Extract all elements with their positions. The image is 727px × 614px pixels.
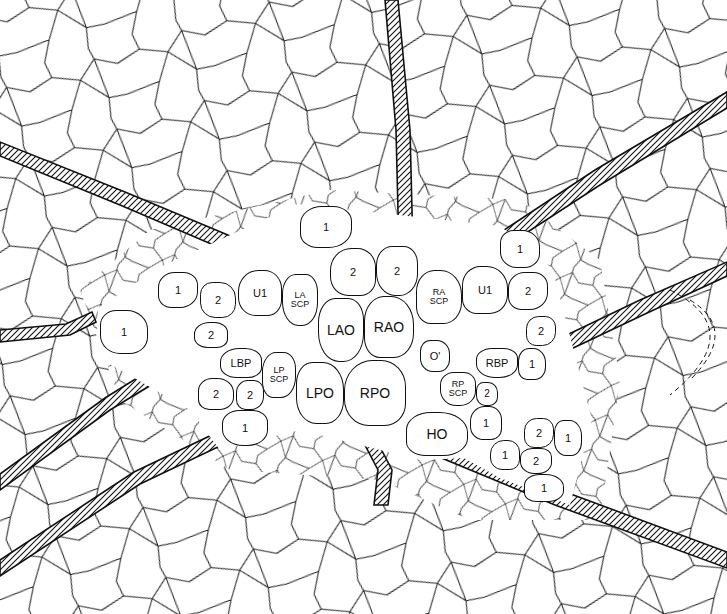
cell: LA SCP [282,274,318,326]
cell-label: 2 [538,326,544,337]
cell: 2 [198,378,234,410]
cell-label: 2 [215,295,221,306]
cell-label: RBP [486,358,509,369]
cell: 1 [300,206,352,248]
cell-label: RAO [374,320,404,334]
cell: RBP [476,348,518,378]
hatched-furrows [0,0,727,576]
cell: 1 [524,474,564,502]
cell-label: 1 [175,285,181,296]
cell: 1 [100,310,148,354]
cell-label: 1 [242,423,248,434]
cell: 2 [330,248,376,296]
cell: RPO [344,360,406,426]
cell-label: LPO [306,386,334,400]
cell: 1 [500,230,540,268]
cell-label: 1 [323,222,329,233]
cell: 2 [200,282,236,318]
cell: RAO [364,296,414,358]
cell-label: 2 [533,456,539,467]
cell-label: LA SCP [291,291,310,309]
cell: HO [406,412,468,456]
cell-label: U1 [253,288,267,299]
cell-label: 1 [502,450,508,461]
cell-label: U1 [478,285,492,296]
cell: 1 [554,420,582,456]
cell: LAO [318,298,364,362]
cell-label: 1 [517,244,523,255]
cell: 2 [194,322,228,348]
cell: 2 [236,380,264,410]
cell-label: RPO [360,386,390,400]
cell-label: 1 [121,327,127,338]
cell: O' [420,340,450,372]
cell: U1 [238,270,282,316]
cell: 2 [524,418,554,448]
cell: 1 [490,440,520,470]
cell: 1 [158,272,198,308]
cell: 1 [470,406,502,440]
cell: LP SCP [262,352,296,398]
cell-label: 2 [484,389,490,399]
cell-label: 1 [541,483,547,494]
cell-label: 2 [536,428,542,439]
cell: RA SCP [416,270,462,324]
cell-label: LAO [327,323,355,337]
cell-label: LP SCP [270,366,289,384]
cell-label: 2 [350,267,356,278]
cell: U1 [462,266,508,314]
cell: 1 [518,348,546,380]
cell-label: 2 [394,266,400,277]
cell-label: 1 [529,359,535,370]
cell: RP SCP [440,372,476,406]
cell: 2 [526,316,556,346]
cell: 2 [476,382,498,406]
cell-label: RA SCP [430,288,449,306]
cell-label: LBP [231,358,252,369]
cell-label: HO [427,427,448,441]
cell-label: 1 [565,433,571,444]
cell-label: O' [430,351,441,362]
cell: 2 [376,246,418,296]
cell: 2 [508,272,548,310]
cell-label: 2 [213,389,219,400]
cell-label: 2 [525,286,531,297]
cell: LPO [296,362,344,424]
cell: LBP [220,348,262,378]
cell-label: 2 [247,390,253,401]
cell-label: 1 [483,418,489,429]
cell: 1 [222,410,268,446]
cell-label: RP SCP [449,380,468,398]
cell-label: 2 [208,330,214,341]
cell: 2 [520,448,552,474]
